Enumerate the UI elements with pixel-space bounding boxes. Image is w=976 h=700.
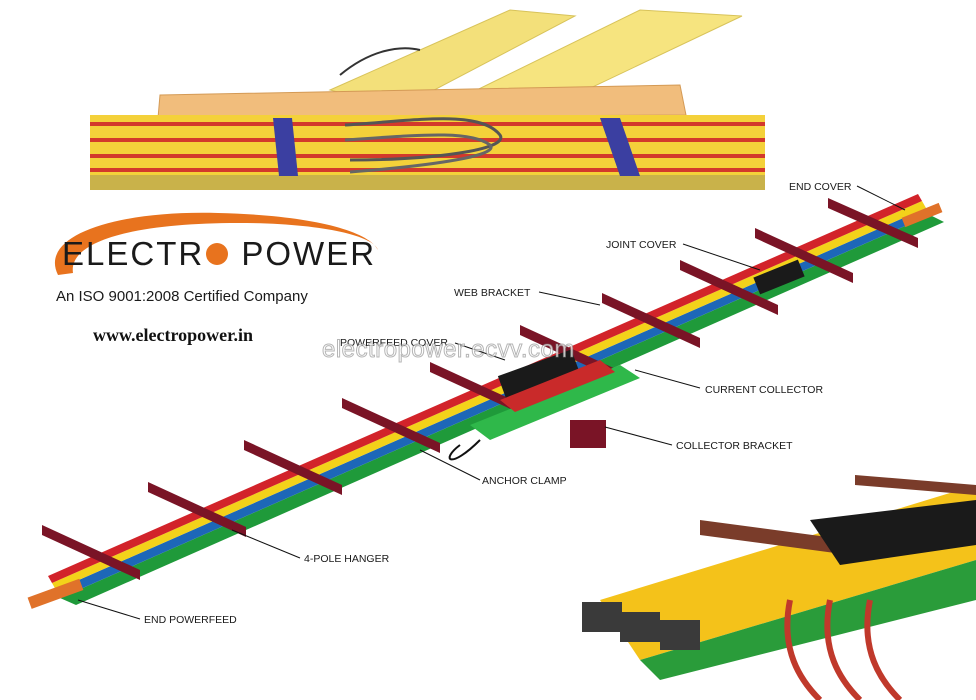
hanger-bracket [430,362,528,417]
joint-cover [753,259,805,295]
end-cover [901,202,943,228]
end-powerfeed [27,578,84,609]
hanger-bracket [755,228,853,283]
logo-name-part1: ELECTR [62,235,205,272]
hanger-bracket [602,293,700,348]
label-anchor-clamp: ANCHOR CLAMP [482,475,567,487]
logo-wordmark: ELECTR POWER [62,235,376,273]
leader-anchor-clamp [419,449,481,481]
label-collector-bracket: COLLECTOR BRACKET [676,440,793,452]
leader-joint-cover [682,243,761,271]
label-web-bracket: WEB BRACKET [454,287,531,299]
watermark: electropower.ecvv.com [322,336,575,364]
product-photo-illustration [582,475,976,700]
current-collector [448,360,640,461]
powerfeed-cover [497,349,581,401]
leader-web-bracket [538,291,601,306]
website-link[interactable]: www.electropower.in [93,325,253,345]
leader-current-collector [634,369,701,389]
label-joint-cover: JOINT COVER [606,239,677,251]
leader-4-pole-hanger [231,529,301,559]
hanger-bracket [342,398,440,453]
label-current-collector: CURRENT COLLECTOR [705,384,823,396]
label-powerfeed-cover: POWERFEED COVER [340,337,448,349]
logo-o-icon [206,243,229,266]
top-crane-illustration [90,9,765,190]
leader-collector-bracket [604,426,673,446]
hanger-bracket [148,482,246,537]
iso-tagline: An ISO 9001:2008 Certified Company [56,288,308,305]
hanger-bracket [42,525,140,580]
label-end-powerfeed: END POWERFEED [144,614,237,626]
label-4-pole-hanger: 4-POLE HANGER [304,553,390,565]
logo-name-part2: POWER [241,235,377,272]
hanger-bracket [680,260,778,315]
logo-swoosh-icon [54,212,379,275]
leader-powerfeed-cover [454,342,506,361]
leader-lines [77,185,906,620]
leader-end-powerfeed [77,599,141,620]
hanger-bracket [244,440,342,495]
hanger-bracket [828,198,918,248]
hanger-brackets [42,198,918,580]
company-logo: ELECTR POWER [38,205,388,345]
leader-end-cover [856,185,906,211]
label-end-cover: END COVER [789,181,852,193]
